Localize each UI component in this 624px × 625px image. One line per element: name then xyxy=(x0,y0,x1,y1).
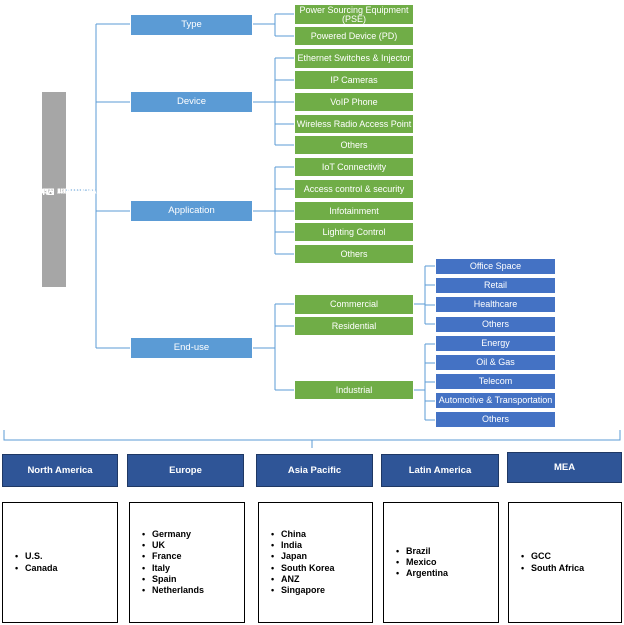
application-item-access-control: Access control & security xyxy=(294,179,414,199)
country-item: Mexico xyxy=(396,557,448,568)
type-item-pse: Power Sourcing Equipment (PSE) xyxy=(294,4,414,25)
country-item: Spain xyxy=(142,574,204,585)
countries-europe: Germany UK France Italy Spain Netherland… xyxy=(129,502,245,623)
device-item-ip-cameras: IP Cameras xyxy=(294,70,414,90)
industrial-item-energy: Energy xyxy=(435,335,556,352)
root-market-title: Power over Ethernet (PoE) Solution Marke… xyxy=(0,92,108,287)
application-item-others: Others xyxy=(294,244,414,264)
country-item: India xyxy=(271,540,335,551)
country-item: Netherlands xyxy=(142,585,204,596)
region-mea: MEA xyxy=(507,452,622,483)
commercial-item-office-space: Office Space xyxy=(435,258,556,275)
industrial-item-oil-gas: Oil & Gas xyxy=(435,354,556,371)
country-item: South Korea xyxy=(271,563,335,574)
country-item: South Africa xyxy=(521,563,584,574)
industrial-item-telecom: Telecom xyxy=(435,373,556,390)
industrial-item-others: Others xyxy=(435,411,556,428)
countries-north-america: U.S. Canada xyxy=(2,502,118,623)
end-use-commercial: Commercial xyxy=(294,294,414,315)
application-item-lighting: Lighting Control xyxy=(294,222,414,242)
type-item-pd: Powered Device (PD) xyxy=(294,26,414,46)
industrial-item-automotive: Automotive & Transportation xyxy=(435,392,556,409)
device-item-ethernet-switches: Ethernet Switches & Injector xyxy=(294,48,414,69)
country-item: China xyxy=(271,529,335,540)
commercial-item-others: Others xyxy=(435,316,556,333)
country-item: France xyxy=(142,551,204,562)
region-latin-america: Latin America xyxy=(381,454,499,487)
device-item-voip-phone: VoIP Phone xyxy=(294,92,414,112)
application-item-infotainment: Infotainment xyxy=(294,201,414,221)
root-title-line2: Solution Market xyxy=(23,184,96,196)
country-item: Canada xyxy=(15,563,58,574)
device-item-wireless-radio-ap: Wireless Radio Access Point xyxy=(294,114,414,134)
countries-asia-pacific: China India Japan South Korea ANZ Singap… xyxy=(258,502,373,623)
country-item: Brazil xyxy=(396,546,448,557)
end-use-residential: Residential xyxy=(294,316,414,336)
countries-mea: GCC South Africa xyxy=(508,502,622,623)
commercial-item-retail: Retail xyxy=(435,277,556,294)
device-item-others: Others xyxy=(294,135,414,155)
country-item: U.S. xyxy=(15,551,58,562)
application-item-iot: IoT Connectivity xyxy=(294,157,414,177)
category-end-use: End-use xyxy=(130,337,253,359)
category-application: Application xyxy=(130,200,253,222)
country-item: GCC xyxy=(521,551,584,562)
country-item: Argentina xyxy=(396,568,448,579)
region-asia-pacific: Asia Pacific xyxy=(256,454,373,487)
country-item: UK xyxy=(142,540,204,551)
category-device: Device xyxy=(130,91,253,113)
country-item: Italy xyxy=(142,563,204,574)
countries-latin-america: Brazil Mexico Argentina xyxy=(383,502,499,623)
region-europe: Europe xyxy=(127,454,244,487)
country-item: Germany xyxy=(142,529,204,540)
country-item: Japan xyxy=(271,551,335,562)
region-north-america: North America xyxy=(2,454,118,487)
end-use-industrial: Industrial xyxy=(294,380,414,400)
category-type: Type xyxy=(130,14,253,36)
country-item: ANZ xyxy=(271,574,335,585)
commercial-item-healthcare: Healthcare xyxy=(435,296,556,313)
country-item: Singapore xyxy=(271,585,335,596)
